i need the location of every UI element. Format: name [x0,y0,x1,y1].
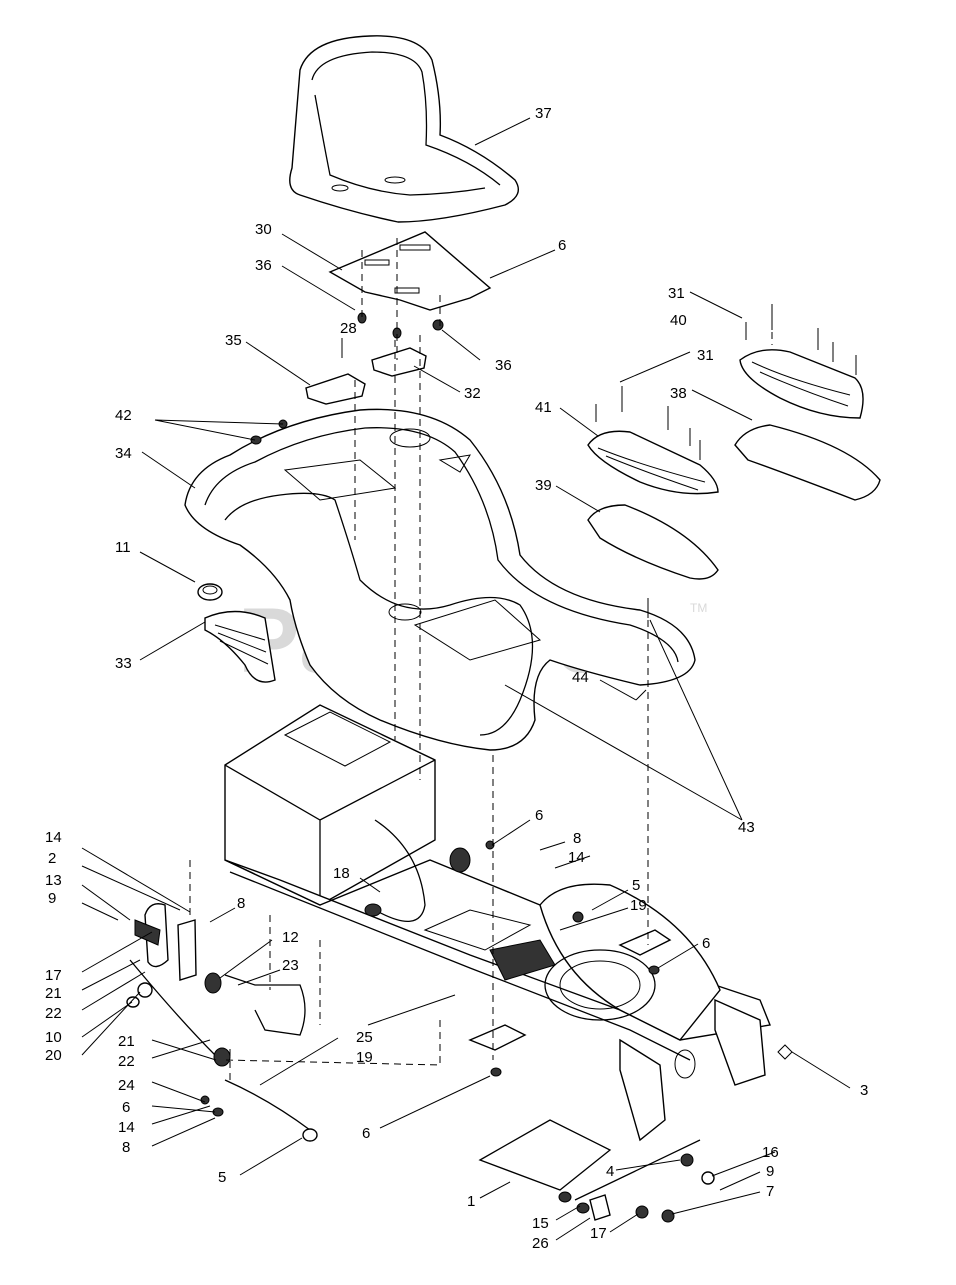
callout-5: 5 [218,1169,226,1186]
callout-24: 24 [118,1077,135,1094]
callout-40: 40 [670,312,687,329]
callout-28: 28 [340,320,357,337]
callout-1: 1 [467,1193,475,1210]
callout-26: 26 [532,1235,549,1252]
callout-39: 39 [535,477,552,494]
callout-36: 36 [255,257,272,274]
callout-22: 22 [45,1005,62,1022]
left-parts [126,903,318,1142]
callout-4: 4 [606,1163,614,1180]
callout-6: 6 [558,237,566,254]
callout-31: 31 [697,347,714,364]
callout-34: 34 [115,445,132,462]
callout-9: 9 [48,890,56,907]
callout-16: 16 [762,1144,779,1161]
callout-35: 35 [225,332,242,349]
callout-33: 33 [115,655,132,672]
callout-14: 14 [45,829,62,846]
callout-5: 5 [632,877,640,894]
callout-20: 20 [45,1047,62,1064]
callout-42: 42 [115,407,132,424]
callout-30: 30 [255,221,272,238]
emblem-33 [204,610,276,683]
callout-21: 21 [118,1033,135,1050]
callout-36: 36 [495,357,512,374]
assembly-lines [189,238,773,1080]
hardware [200,312,793,1117]
callout-21: 21 [45,985,62,1002]
callout-43: 43 [738,819,755,836]
callout-7: 7 [766,1183,774,1200]
callout-11: 11 [115,539,131,556]
callout-15: 15 [532,1215,549,1232]
callout-8: 8 [573,830,581,847]
callout-17: 17 [590,1225,607,1242]
callout-38: 38 [670,385,687,402]
seat-pan [328,231,492,311]
cable [364,819,471,923]
callout-8: 8 [237,895,245,912]
knob-11 [197,583,223,601]
callout-12: 12 [282,929,299,946]
screws [595,304,857,460]
pad-40 [739,349,864,419]
leaders [81,117,851,1241]
frame [224,704,771,1142]
callouts: 37 30 6 36 28 36 35 32 42 34 31 40 31 41… [45,105,868,1252]
callout-25: 25 [356,1029,373,1046]
callout-2: 2 [48,850,56,867]
callout-17: 17 [45,967,62,984]
callout-6: 6 [702,935,710,952]
callout-31: 31 [668,285,685,302]
fender [184,408,696,751]
callout-10: 10 [45,1029,62,1046]
callout-14: 14 [568,849,585,866]
callout-37: 37 [535,105,552,122]
callout-6: 6 [122,1099,130,1116]
seat [289,35,519,223]
callout-41: 41 [535,399,552,416]
callout-14: 14 [118,1119,135,1136]
callout-3: 3 [860,1082,868,1099]
seat-bracket-35 [305,373,366,405]
callout-32: 32 [464,385,481,402]
pad-41 [587,430,719,495]
callout-6: 6 [362,1125,370,1142]
callout-9: 9 [766,1163,774,1180]
callout-8: 8 [122,1139,130,1156]
callout-44: 44 [572,669,589,686]
callout-19: 19 [630,897,647,914]
callout-22: 22 [118,1053,135,1070]
callout-18: 18 [333,865,350,882]
callout-23: 23 [282,957,299,974]
cover-39 [587,504,719,580]
callout-19: 19 [356,1049,373,1066]
callout-13: 13 [45,872,62,889]
watermark-tm: TM [690,601,707,615]
drawbar [478,1119,715,1223]
seat-bracket-32 [371,347,427,377]
callout-6: 6 [535,807,543,824]
cover-38 [734,424,881,501]
